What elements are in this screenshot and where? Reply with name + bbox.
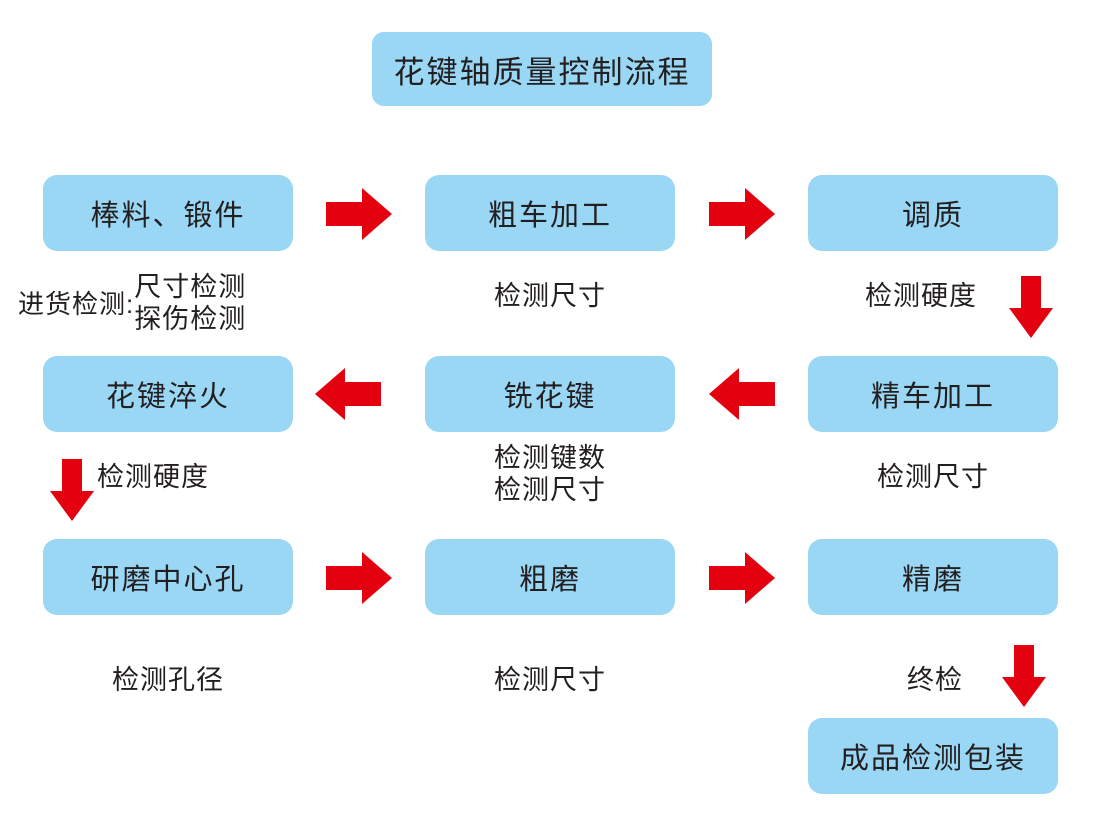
process-box-quench-temper[interactable]: 调质: [808, 175, 1058, 251]
process-box-rough-turning[interactable]: 粗车加工: [425, 175, 675, 251]
caption-rough-turning-check: 检测尺寸: [494, 281, 606, 311]
caption-incoming-inspection: 进货检测: 尺寸检测 探伤检测: [18, 272, 246, 336]
process-box-spline-quenching[interactable]: 花键淬火: [43, 356, 293, 432]
process-box-finish-grinding[interactable]: 精磨: [808, 539, 1058, 615]
process-box-spline-milling[interactable]: 铣花键: [425, 356, 675, 432]
process-box-center-hole-grinding[interactable]: 研磨中心孔: [43, 539, 293, 615]
caption-incoming-lead: 进货检测:: [18, 288, 135, 319]
arrow-down-icon: [1000, 645, 1048, 707]
arrow-right-icon: [709, 186, 775, 242]
caption-center-hole-check: 检测孔径: [112, 665, 224, 695]
caption-incoming-line1: 尺寸检测: [134, 272, 247, 302]
process-box-raw-material[interactable]: 棒料、锻件: [43, 175, 293, 251]
arrow-right-icon: [326, 550, 392, 606]
process-box-finish-turning[interactable]: 精车加工: [808, 356, 1058, 432]
caption-finish-turning-check: 检测尺寸: [877, 462, 989, 492]
caption-milling-checks: 检测键数 检测尺寸: [494, 443, 606, 507]
caption-final-inspection: 终检: [907, 665, 963, 695]
flowchart-title: 花键轴质量控制流程: [372, 32, 712, 106]
arrow-right-icon: [709, 550, 775, 606]
process-box-rough-grinding[interactable]: 粗磨: [425, 539, 675, 615]
caption-milling-line2: 检测尺寸: [494, 474, 606, 505]
caption-rough-grinding-check: 检测尺寸: [494, 665, 606, 695]
process-box-final-packaging[interactable]: 成品检测包装: [808, 718, 1058, 794]
arrow-left-icon: [315, 366, 381, 422]
caption-spline-quench-check: 检测硬度: [97, 462, 209, 492]
arrow-left-icon: [709, 366, 775, 422]
caption-incoming-line2: 探伤检测: [134, 303, 247, 334]
caption-quench-temper-check: 检测硬度: [865, 281, 977, 311]
arrow-down-icon: [48, 459, 96, 521]
caption-milling-line1: 检测键数: [494, 443, 606, 473]
arrow-down-icon: [1007, 276, 1055, 338]
arrow-right-icon: [326, 186, 392, 242]
